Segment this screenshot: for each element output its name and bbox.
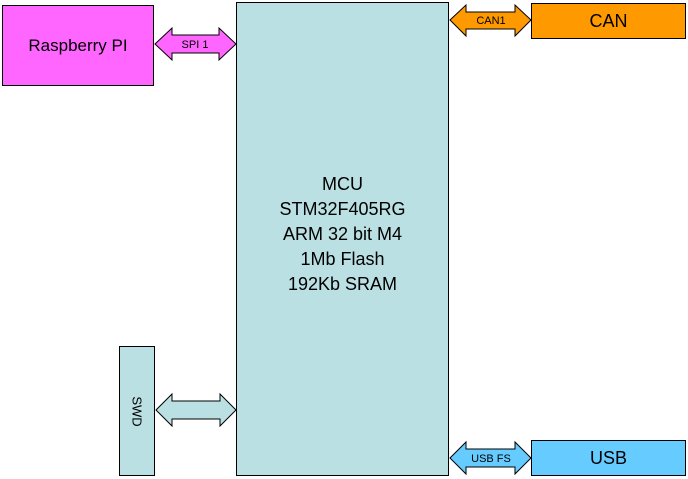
mcu-sram: 192Kb SRAM bbox=[287, 273, 398, 294]
swd-block: SWD bbox=[119, 346, 155, 476]
can-block: CAN bbox=[531, 3, 686, 39]
can-arrow-label: CAN1 bbox=[476, 15, 505, 27]
can-label: CAN bbox=[589, 10, 628, 31]
spi-arrow-label: SPI 1 bbox=[182, 39, 209, 51]
raspberry-pi-block: Raspberry PI bbox=[2, 5, 154, 86]
raspberry-pi-label: Raspberry PI bbox=[28, 35, 128, 55]
mcu-label: MCU bbox=[321, 173, 363, 194]
can-arrow bbox=[449, 3, 532, 38]
usb-arrow bbox=[449, 440, 532, 476]
mcu-core: ARM 32 bit M4 bbox=[282, 223, 403, 244]
spi-arrow bbox=[154, 26, 237, 62]
usb-label: USB bbox=[589, 447, 627, 468]
usb-block: USB bbox=[531, 440, 686, 476]
mcu-flash: 1Mb Flash bbox=[300, 248, 385, 269]
mcu-part-number: STM32F405RG bbox=[279, 198, 406, 219]
usb-arrow-label: USB FS bbox=[471, 453, 511, 465]
swd-arrow bbox=[155, 392, 237, 428]
mcu-block: MCU STM32F405RG ARM 32 bit M4 1Mb Flash … bbox=[236, 2, 449, 476]
